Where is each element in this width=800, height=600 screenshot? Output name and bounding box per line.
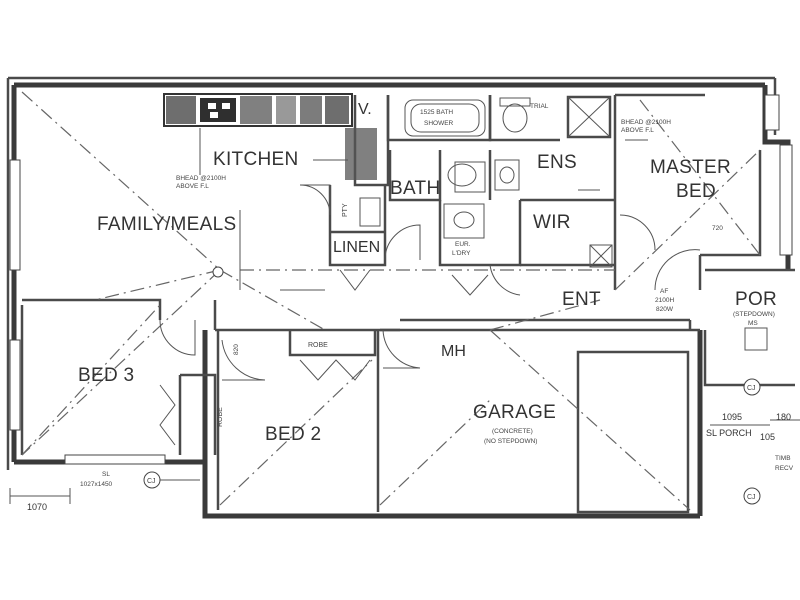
room-label-v: V.	[358, 101, 372, 118]
note-bhead-kitchen-1: BHEAD @2100H	[176, 175, 226, 182]
dimension-lines	[9, 419, 800, 504]
dim-sl-porch: SL PORCH	[706, 428, 752, 438]
annotation-notes: BHEAD @2100H ABOVE F.L BHEAD @2100H ABOV…	[80, 103, 794, 488]
note-bath-shower-2: SHOWER	[424, 120, 454, 127]
cj-marker	[743, 378, 761, 396]
cj-marker	[143, 471, 161, 489]
note-ldry: L'DRY	[452, 250, 471, 257]
cj-marker-label: CJ	[147, 478, 156, 485]
note-sl-1: SL	[102, 471, 110, 478]
dim-1095: 1095	[722, 412, 742, 422]
room-label-linen: LINEN	[333, 239, 380, 256]
room-label-ens: ENS	[537, 152, 577, 173]
note-af-1: AF	[660, 288, 668, 295]
room-labels: FAMILY/MEALS KITCHEN BATH ENS MASTER BED…	[78, 101, 777, 445]
room-label-wir: WIR	[533, 212, 571, 233]
note-bath-shower-1: 1525 BATH	[420, 109, 453, 116]
cj-marker-label: CJ	[747, 494, 756, 501]
room-label-garage: GARAGE	[473, 402, 556, 423]
internal-walls	[20, 93, 795, 514]
note-eur: EUR.	[455, 241, 471, 248]
note-door-720: 720	[712, 225, 723, 232]
door-swings	[159, 184, 701, 446]
note-bhead-kitchen-2: ABOVE F.L	[176, 183, 209, 190]
note-ms: MS	[748, 320, 758, 327]
note-af-2: 2100H	[655, 297, 674, 304]
room-label-robe-bed3: ROBE	[217, 407, 224, 427]
room-label-pty: PTY	[342, 203, 349, 217]
windows	[9, 94, 793, 465]
dim-1070: 1070	[27, 502, 47, 512]
room-label-bed: BED	[676, 181, 716, 202]
room-label-ent: ENT	[562, 289, 601, 310]
control-joint-markers: CJ CJ CJ	[143, 266, 761, 505]
note-trial: TRIAL	[530, 103, 549, 110]
note-timber-2: RECV	[775, 465, 794, 472]
external-walls	[6, 76, 791, 519]
room-label-family-meals: FAMILY/MEALS	[97, 214, 236, 235]
note-door-820: 820	[233, 344, 240, 355]
room-label-kitchen: KITCHEN	[213, 149, 299, 170]
room-label-robe-bed2: ROBE	[308, 342, 328, 349]
ceiling-fan-marker	[212, 266, 224, 278]
room-label-bed3: BED 3	[78, 365, 134, 386]
dimension-labels: 1070 1095 180 SL PORCH 105	[27, 412, 791, 512]
leader-lines	[150, 128, 648, 481]
note-timber: TIMB	[775, 455, 791, 462]
room-label-por: POR	[735, 289, 777, 310]
note-por-stepdown: (STEPDOWN)	[733, 311, 775, 318]
dim-105: 105	[760, 432, 775, 442]
note-garage-stepdown: (NO STEPDOWN)	[484, 438, 537, 445]
room-label-bed2: BED 2	[265, 424, 321, 445]
dim-180: 180	[776, 412, 791, 422]
bathroom-fixtures	[359, 95, 768, 351]
room-diagonals	[21, 91, 761, 511]
cj-marker-label: CJ	[747, 385, 756, 392]
note-garage-concrete: (CONCRETE)	[492, 428, 533, 435]
room-label-mh: MH	[441, 343, 466, 360]
note-sl-2: 1027x1450	[80, 481, 113, 488]
note-bhead-master-1: BHEAD @2100H	[621, 119, 671, 126]
room-label-bath: BATH	[390, 178, 440, 199]
note-bhead-master-2: ABOVE F.L	[621, 127, 654, 134]
note-af-3: 820W	[656, 306, 674, 313]
cj-marker	[743, 487, 761, 505]
room-label-master: MASTER	[650, 157, 731, 178]
kitchen-bench	[163, 93, 377, 180]
